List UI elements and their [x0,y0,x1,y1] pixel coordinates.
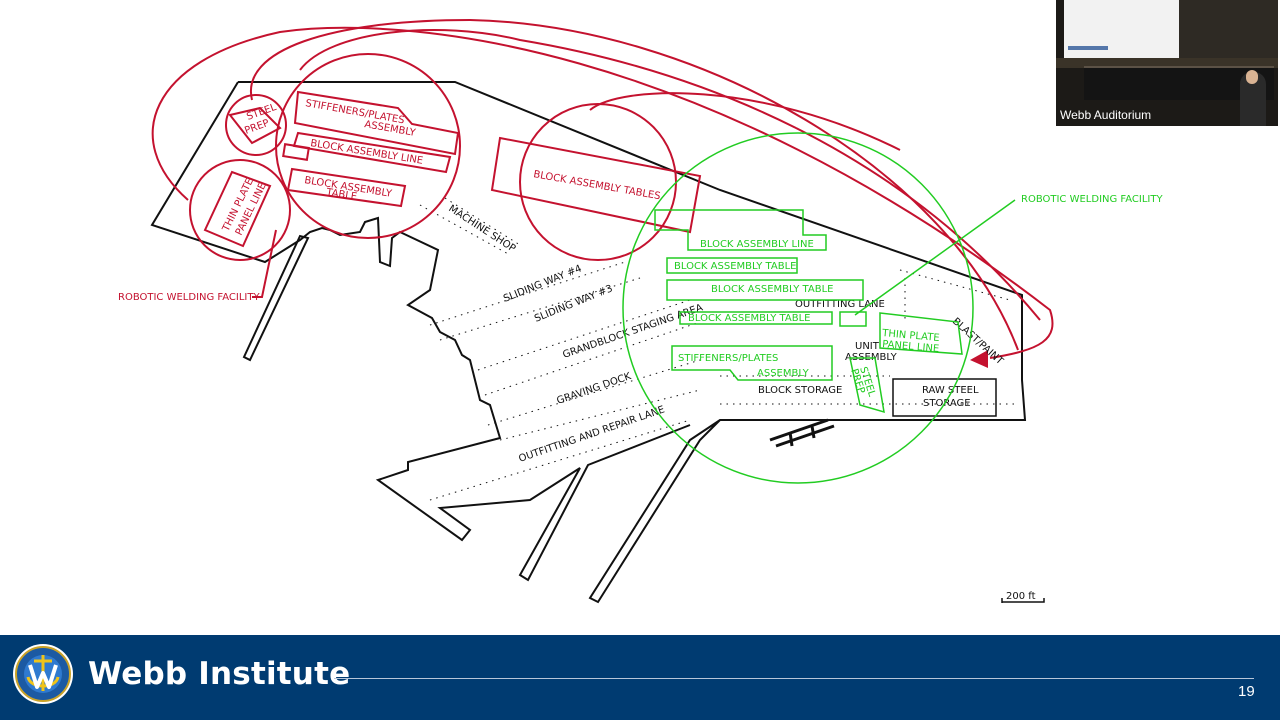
block-assembly-table-new-rect-2 [666,279,864,301]
graving-dock-label: GRAVING DOCK [555,371,633,407]
block-assembly-line-box [282,143,310,161]
raw-steel-storage-label-2: STORAGE [923,398,971,409]
sliding-way-3-label: SLIDING WAY #3 [533,283,614,324]
proposed-area-circle [622,132,974,484]
flow-arrow-3 [299,29,1041,321]
video-screen-text [1068,46,1108,50]
proposed-thin-plate-label-1: THIN PLATE [881,328,940,344]
footer-title: Webb Institute [88,656,351,692]
raw-steel-storage-label-1: RAW STEEL [922,385,979,396]
footer-divider [334,678,1254,679]
flow-arrow-4 [589,92,901,151]
slide-footer: Webb Institute 19 [0,635,1280,720]
outfitting-lane-box [839,311,867,327]
proposed-robotic-welding-label: ROBOTIC WELDING FACILITY [1021,194,1163,205]
flow-arrow-2 [151,26,1054,359]
shipyard-layout-diagram: STEEL PREP STIFFENERS/PLATES ASSEMBLY BL… [118,18,1163,604]
crane-symbol [769,418,835,448]
steel-prep-rect [228,106,282,145]
proposed-stiffeners-label-2: ASSEMBLY [757,368,810,379]
robotic-welding-leader-new [854,199,1016,316]
video-wall [1176,0,1278,62]
block-assembly-table-new-rect-1 [666,257,798,274]
stiffeners-circle [275,53,461,239]
proposed-facilities [622,132,1016,484]
video-frame [1056,58,1278,68]
block-assembly-tables-rect [490,136,702,234]
existing-block-assembly-table-label-2: TABLE [325,187,358,203]
existing-facilities [151,18,1054,359]
proposed-block-assembly-table-label-3: BLOCK ASSEMBLY TABLE [688,313,810,324]
scale-bar: 200 ft [1001,591,1045,603]
block-assembly-table-rect [286,167,407,208]
proposed-block-assembly-table-label-2: BLOCK ASSEMBLY TABLE [711,284,833,295]
block-assembly-line-new-rect [654,209,827,251]
presenter-video-thumbnail[interactable]: Webb Auditorium [1056,0,1278,126]
video-caption: Webb Auditorium [1060,108,1152,122]
webb-logo-icon [13,644,73,704]
block-assembly-table-new-rect-3 [679,311,833,325]
proposed-block-assembly-line-label: BLOCK ASSEMBLY LINE [700,239,814,250]
existing-stiffeners-label-1: STIFFENERS/PLATES [304,98,405,126]
unit-assembly-label-1: UNIT [855,341,880,352]
red-arrowhead [970,350,988,368]
west-pier-outline [242,234,310,362]
existing-robotic-welding-label: ROBOTIC WELDING FACILITY [118,292,260,303]
steel-prep-circle [225,94,287,156]
scale-label: 200 ft [1006,591,1036,602]
dotted-lanes [419,197,1015,501]
proposed-stiffeners-label-1: STIFFENERS/PLATES [678,353,778,364]
raw-steel-storage-box [892,378,997,417]
block-assembly-line-rect [292,131,452,174]
machine-shop-label: MACHINE SHOP [446,203,517,254]
proposed-block-assembly-table-label-1: BLOCK ASSEMBLY TABLE [674,261,796,272]
existing-block-assembly-tables-label: BLOCK ASSEMBLY TABLES [532,169,661,202]
proposed-thin-plate-label-2: PANEL LINE [882,339,940,355]
steel-prep-new-rect [849,357,885,414]
page-number: 19 [1238,683,1255,700]
thin-plate-circle [189,159,291,261]
stiffeners-new-rect [671,345,833,381]
stiffeners-rect [293,90,460,156]
thin-plate-new-rect [879,312,963,355]
thin-plate-rect [203,170,272,248]
outfitting-repair-label: OUTFITTING AND REPAIR LANE [517,404,666,464]
outfitting-lane-label: OUTFITTING LANE [795,299,885,310]
block-storage-label: BLOCK STORAGE [758,385,842,396]
robotic-welding-leader [252,229,277,298]
flow-arrow-1 [249,18,1019,351]
video-presenter-head [1246,70,1258,84]
